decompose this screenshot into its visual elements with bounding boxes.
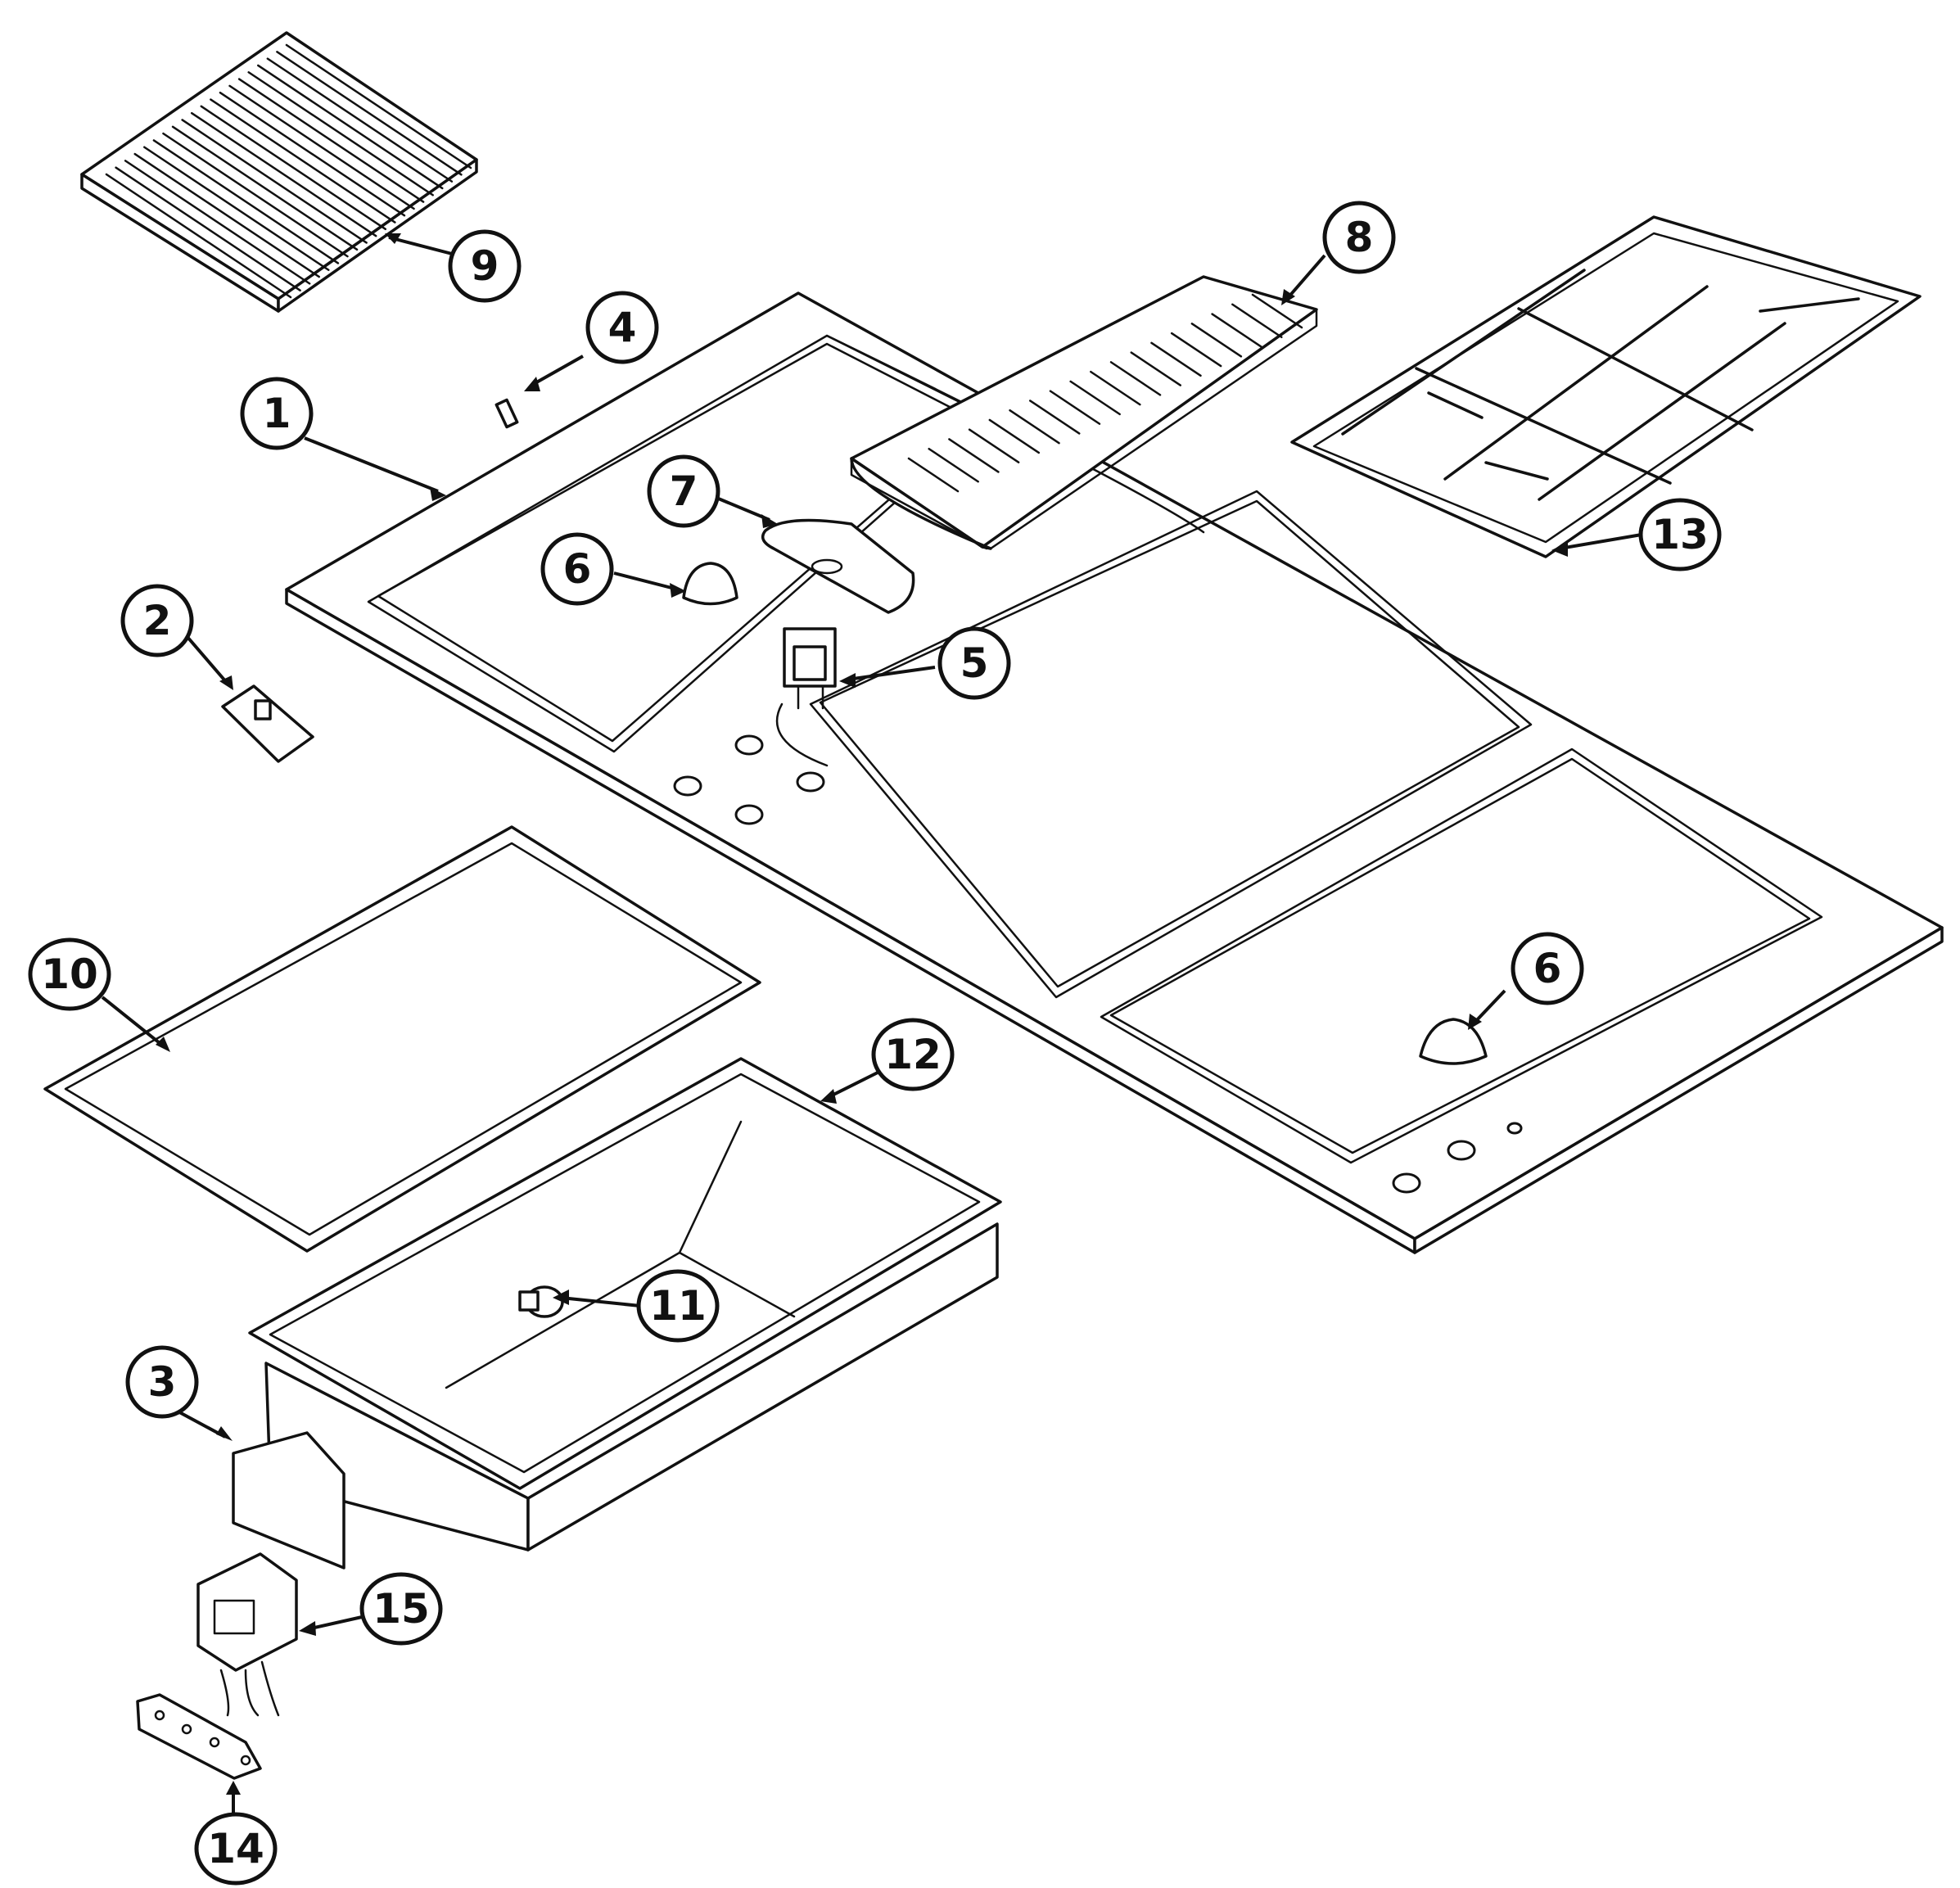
vent-slot xyxy=(988,418,1041,454)
vent-slot xyxy=(1069,380,1121,416)
vent-slot xyxy=(968,428,1020,463)
part-badge-plate xyxy=(761,518,915,614)
part-drip-pan xyxy=(248,1057,1002,1552)
callout-12: 12 xyxy=(871,1018,955,1091)
vent-slot xyxy=(1150,341,1202,377)
grate-rib xyxy=(285,43,472,169)
vent-slot xyxy=(1090,370,1141,406)
vent-slot xyxy=(1130,351,1182,386)
callout-4: 4 xyxy=(585,291,659,364)
grate-rib xyxy=(162,132,349,258)
vent-slot xyxy=(1190,323,1243,358)
callout-11: 11 xyxy=(636,1269,720,1343)
grate-rib xyxy=(219,91,406,217)
callout-6-lower: 6 xyxy=(1511,932,1584,1005)
svg-text:15: 15 xyxy=(373,1585,430,1633)
vent-slot xyxy=(907,457,960,493)
grate-rib xyxy=(247,71,434,196)
part-insulation-pad xyxy=(232,1431,345,1570)
vent-slot xyxy=(1109,361,1162,396)
part-bracket xyxy=(136,1693,262,1780)
svg-text:7: 7 xyxy=(670,467,698,515)
grate-rib xyxy=(237,78,425,203)
grate-rib xyxy=(105,173,292,299)
svg-text:6: 6 xyxy=(563,545,592,593)
part-burner-cap-upper xyxy=(682,562,738,606)
vent-slot xyxy=(1170,332,1222,368)
svg-text:9: 9 xyxy=(471,242,499,290)
svg-text:3: 3 xyxy=(148,1358,177,1406)
part-clip xyxy=(495,398,519,429)
part-glass-panel xyxy=(43,825,761,1253)
vent-slot xyxy=(1009,409,1060,445)
grate-rib xyxy=(228,84,415,210)
callout-7: 7 xyxy=(647,454,720,528)
grate-rib xyxy=(266,57,454,183)
vent-slot xyxy=(1231,303,1283,339)
svg-text:5: 5 xyxy=(960,639,989,687)
part-plug xyxy=(518,1285,564,1318)
grate-rib xyxy=(190,111,377,237)
grate-rib xyxy=(143,146,330,271)
callout-5: 5 xyxy=(937,626,1011,700)
svg-text:1: 1 xyxy=(263,390,291,437)
part-vent-cover xyxy=(850,275,1318,550)
part-grill-grate xyxy=(80,31,478,313)
callout-15: 15 xyxy=(359,1572,443,1646)
vent-slot xyxy=(928,447,979,483)
callout-6-upper: 6 xyxy=(540,532,614,606)
vent-slot xyxy=(1049,390,1101,425)
svg-text:2: 2 xyxy=(143,597,172,644)
part-control-module xyxy=(196,1552,298,1717)
svg-text:13: 13 xyxy=(1651,511,1709,558)
callout-13: 13 xyxy=(1638,498,1722,571)
svg-text:6: 6 xyxy=(1533,945,1562,992)
part-burner-cap-lower xyxy=(1419,1018,1488,1065)
svg-text:12: 12 xyxy=(884,1031,942,1078)
svg-text:11: 11 xyxy=(649,1282,707,1330)
part-cooktop-frame xyxy=(285,291,1944,1254)
vent-slot xyxy=(948,438,1000,473)
part-small-switch xyxy=(221,684,314,763)
grate-rib xyxy=(133,152,320,278)
svg-text:4: 4 xyxy=(608,304,637,351)
grate-rib xyxy=(152,139,340,264)
grate-rib xyxy=(200,105,387,231)
grate-rib xyxy=(257,64,444,190)
grate-rib xyxy=(181,119,368,244)
svg-text:14: 14 xyxy=(207,1825,264,1872)
callout-2: 2 xyxy=(120,584,194,657)
grate-rib xyxy=(171,125,359,251)
part-switch xyxy=(775,627,837,767)
vent-slot xyxy=(1028,400,1081,435)
grate-rib xyxy=(276,51,463,176)
callouts: 1 2 3 4 5 6 6 7 xyxy=(28,201,1722,1886)
part-burner-grate xyxy=(1290,215,1922,558)
callout-1: 1 xyxy=(240,377,314,450)
leader-lines xyxy=(101,233,1642,1813)
grate-rib xyxy=(124,160,311,285)
svg-text:8: 8 xyxy=(1345,214,1374,261)
callout-3: 3 xyxy=(125,1345,199,1419)
vent-slot xyxy=(1251,293,1303,329)
callout-9: 9 xyxy=(448,229,522,303)
callout-14: 14 xyxy=(194,1812,278,1886)
svg-text:10: 10 xyxy=(41,951,98,998)
vent-slot xyxy=(1211,313,1262,348)
callout-8: 8 xyxy=(1322,201,1396,274)
callout-10: 10 xyxy=(28,937,111,1011)
grate-rib xyxy=(115,166,301,291)
grate-rib xyxy=(210,98,396,224)
